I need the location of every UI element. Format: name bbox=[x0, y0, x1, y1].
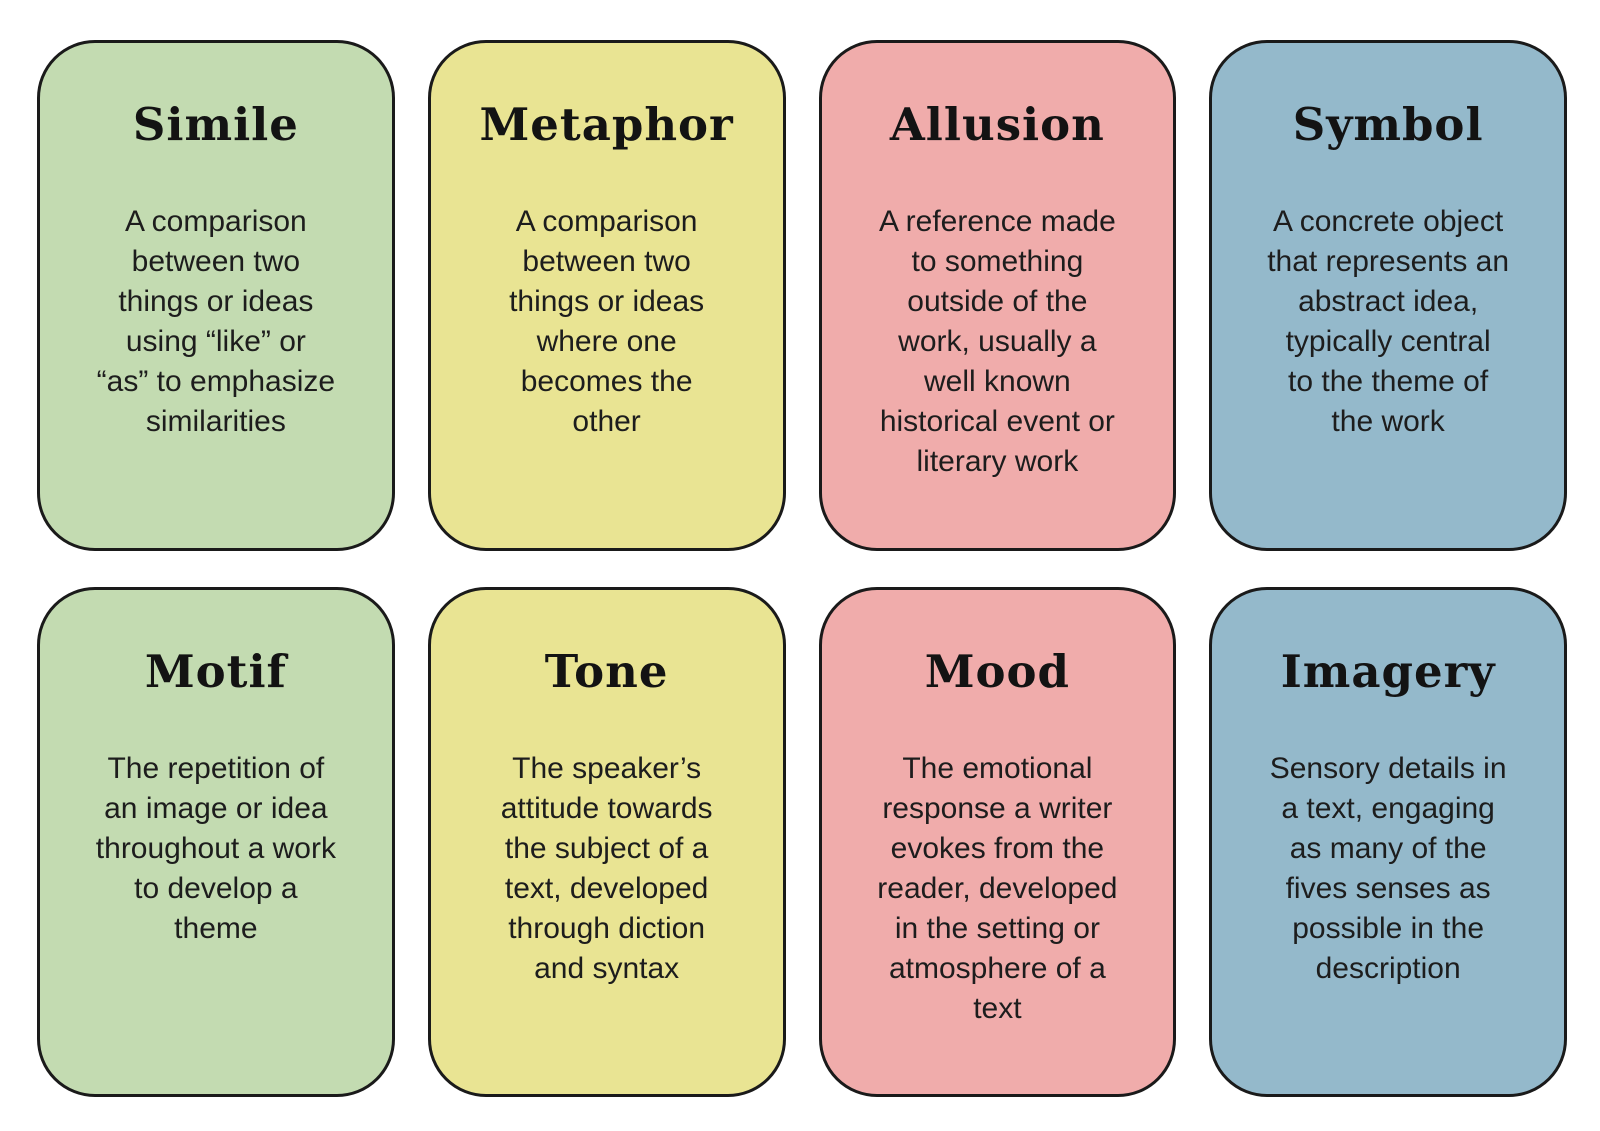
card-title-mood: Mood bbox=[924, 644, 1071, 698]
card-definition-symbol: A concrete object that represents an abs… bbox=[1267, 205, 1510, 439]
flashcard-symbol: Symbol A concrete object that represents… bbox=[1209, 40, 1567, 551]
flashcard-metaphor: Metaphor A comparison between two things… bbox=[427, 40, 786, 551]
card-definition-tone: The speaker’s attitude towards the subje… bbox=[500, 751, 713, 985]
flashcard-simile: Simile A comparison between two things o… bbox=[37, 40, 395, 551]
card-title-symbol: Symbol bbox=[1292, 98, 1484, 151]
card-definition-simile: A comparison between two things or ideas… bbox=[96, 205, 336, 439]
card-title-motif: Motif bbox=[144, 644, 287, 698]
flashcard-tone: Tone The speaker’s attitude towards the … bbox=[427, 586, 786, 1097]
card-definition-metaphor: A comparison between two things or ideas… bbox=[509, 205, 705, 439]
flashcard-mood: Mood The emotional response a writer evo… bbox=[818, 586, 1177, 1097]
flashcard-imagery: Imagery Sensory details in a text, engag… bbox=[1209, 586, 1567, 1097]
card-title-allusion: Allusion bbox=[889, 98, 1105, 151]
card-definition-mood: The emotional response a writer evokes f… bbox=[877, 751, 1118, 1025]
card-definition-allusion: A reference made to something outside of… bbox=[878, 205, 1116, 479]
card-definition-imagery: Sensory details in a text, engaging as m… bbox=[1269, 751, 1507, 985]
card-title-tone: Tone bbox=[544, 644, 669, 698]
flashcard-motif: Motif The repetition of an image or idea… bbox=[37, 586, 395, 1097]
card-title-metaphor: Metaphor bbox=[479, 98, 734, 151]
card-definition-motif: The repetition of an image or idea throu… bbox=[95, 751, 336, 945]
card-title-imagery: Imagery bbox=[1280, 644, 1496, 698]
flashcard-allusion: Allusion A reference made to something o… bbox=[818, 40, 1177, 551]
card-title-simile: Simile bbox=[132, 98, 299, 151]
